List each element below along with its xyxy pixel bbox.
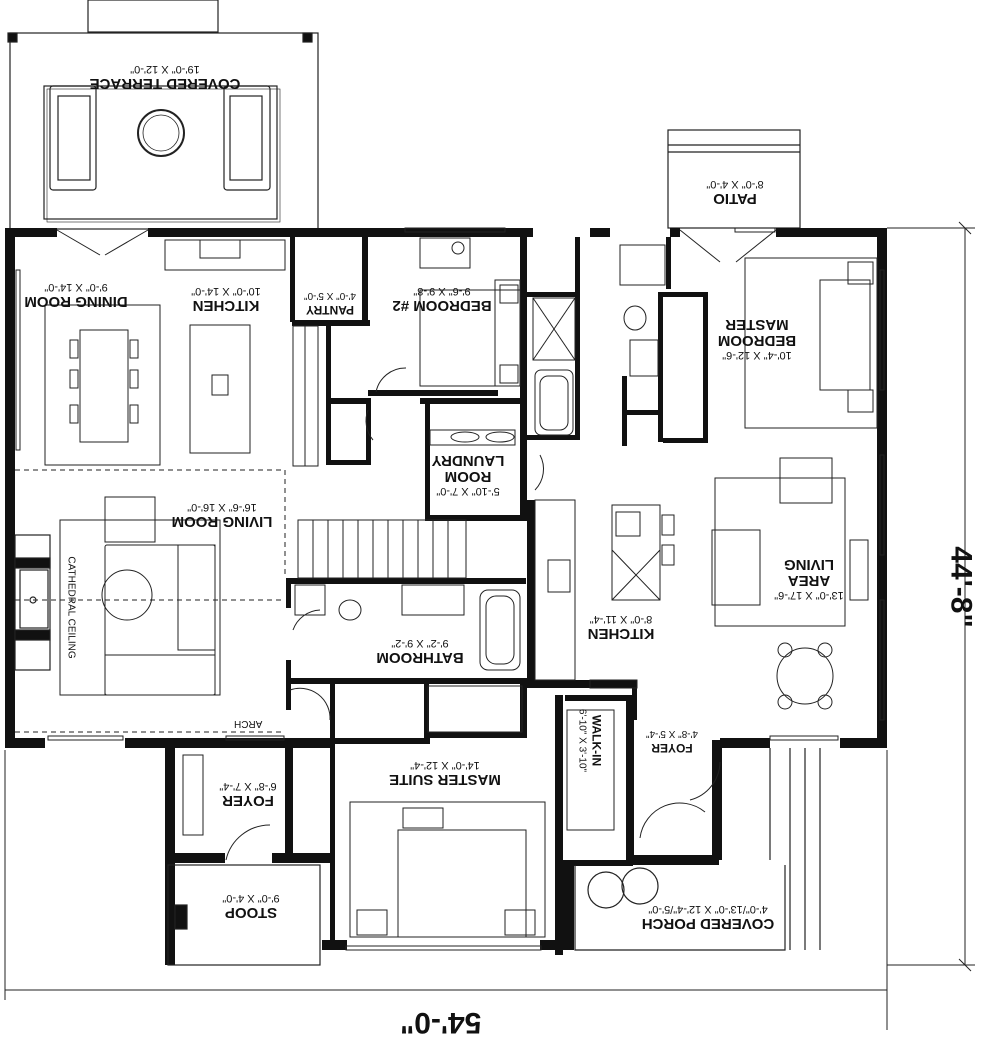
arch-note: ARCH [234,718,263,729]
room-name: BEDROOM #2 [392,297,492,314]
room-dims: 6'-8" X 7'-4" [219,780,277,792]
fireplace [14,534,51,671]
overall-depth-dimension: 44'-8" [944,546,978,628]
room-dims: 6'-10" X 3'-10" [576,708,588,773]
room-dims: 4'-0"/13'-0" X 12'-4"/5'-0" [648,903,768,915]
room-name-2: AREA [787,572,831,589]
covered-porch-area [574,748,821,951]
patio-area [667,129,801,229]
cathedral-ceiling-note: CATHEDRAL CEILING [65,556,77,659]
room-dims: 9'-2" X 9'-2" [391,637,449,649]
dimension-lines [4,221,975,1030]
room-name: LIVING ROOM [171,513,273,530]
furniture [15,227,885,951]
overall-width-dimension: 54'-0" [400,1006,482,1039]
room-dims: 5'-10" X 7'-0" [436,485,500,497]
room-name: MASTER SUITE [389,771,501,788]
label-master-suite: MASTER SUITE 14'-0" X 12'-4" [389,758,501,788]
room-dims: 19'-0" X 12'-0" [130,63,200,75]
covered-terrace-area [7,0,319,230]
room-name: COVERED PORCH [641,915,775,932]
room-name: BATHROOM [376,649,464,666]
room-name: LAUNDRY [431,452,505,469]
room-dims: 14'-0" X 12'-4" [410,759,480,771]
room-name: DINING ROOM [24,293,128,310]
room-dims: 10'-4" X 12'-6" [722,349,792,361]
label-pantry: PANTRY 4'-0" X 5'-0" [304,289,356,318]
room-name: PANTRY [306,303,354,317]
room-name: WALK-IN [589,714,604,767]
label-bedroom-2: BEDROOM #2 9'-6" X 9'-8" [392,284,492,314]
room-name: LIVING [784,556,835,573]
room-dims: 16'-6" X 16'-0" [187,501,257,513]
label-bathroom: BATHROOM 9'-2" X 9'-2" [376,636,464,666]
room-name: STOOP [224,904,278,921]
room-dims: 9'-6" X 9'-8" [413,285,471,297]
interior-walls [165,237,722,965]
room-dims: 4'-8" X 5'-4" [645,728,699,739]
room-name: MASTER [725,316,789,333]
label-walk-in: WALK-IN 6'-10" X 3'-10" [576,709,605,772]
room-name: KITCHEN [192,297,260,314]
room-dims: 13'-0" X 17'-6" [774,589,844,601]
label-foyer-right: FOYER 4'-8" X 5'-4" [646,727,698,756]
room-dims: 10'-0" X 14'-0" [191,285,261,297]
room-dims: 8'-0" X 4'-0" [706,178,764,190]
label-covered-terrace: COVERED TERRACE 19'-0" X 12'-0" [89,62,241,92]
label-living-area: 13'-0" X 17'-6" AREA LIVING [774,556,844,601]
room-dims: 9'-0" X 14'-0" [44,281,108,293]
label-kitchen-main: KITCHEN 10'-0" X 14'-0" [191,284,261,314]
room-dims: 9'-0" X 4'-0" [222,892,280,904]
exterior-walls [5,228,887,748]
label-kitchen-suite: KITCHEN 8'-0" X 11'-4" [587,612,655,642]
label-dining-room: DINING ROOM 9'-0" X 14'-0" [24,280,128,310]
label-foyer-left: FOYER 6'-8" X 7'-4" [219,779,277,809]
label-master-bedroom: 10'-4" X 12'-6" BEDROOM MASTER [718,316,796,361]
room-dims: 8'-0" X 11'-4" [589,613,653,625]
room-name-2: BEDROOM [717,332,797,349]
label-laundry-room: 5'-10" X 7'-0" ROOM LAUNDRY [432,452,505,497]
label-living-room: LIVING ROOM 16'-6" X 16'-0" [171,500,273,530]
label-patio: PATIO 8'-0" X 4'-0" [706,177,764,207]
room-name: FOYER [222,792,274,809]
room-name: COVERED TERRACE [89,75,241,92]
room-name: FOYER [651,741,693,755]
room-name: KITCHEN [587,625,655,642]
room-name: PATIO [713,190,757,207]
stoop-area [167,864,321,966]
room-name-2: ROOM [444,468,492,485]
label-stoop: STOOP 9'-0" X 4'-0" [222,891,280,921]
label-covered-porch: COVERED PORCH 4'-0"/13'-0" X 12'-4"/5'-0… [641,902,775,932]
room-dims: 4'-0" X 5'-0" [303,290,357,301]
